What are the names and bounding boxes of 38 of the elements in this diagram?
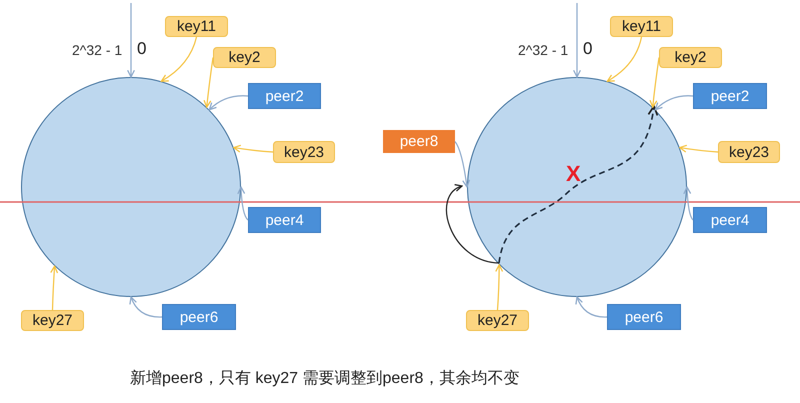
leader-arrow bbox=[654, 95, 694, 110]
leader-arrow bbox=[606, 36, 642, 82]
key-box: key2 bbox=[213, 47, 276, 68]
peer-box: peer4 bbox=[693, 207, 767, 233]
peer-box: peer6 bbox=[607, 304, 681, 330]
peer-box: peer4 bbox=[248, 207, 321, 233]
leader-arrow bbox=[50, 266, 58, 310]
zero-label: 0 bbox=[583, 40, 592, 57]
peer-box: peer6 bbox=[162, 304, 236, 330]
key-box: key27 bbox=[21, 310, 84, 331]
leader-arrow bbox=[576, 296, 607, 318]
key-box: key23 bbox=[273, 141, 335, 163]
leader-arrow bbox=[495, 264, 504, 310]
leader-arrow bbox=[237, 186, 248, 220]
leader-arrow bbox=[683, 186, 694, 220]
leader-arrow bbox=[203, 57, 214, 108]
key-box: key2 bbox=[659, 47, 722, 68]
leader-arrow bbox=[454, 141, 470, 188]
leader-arrow bbox=[649, 57, 660, 108]
caption: 新增peer8，只有 key27 需要调整到peer8，其余均不变 bbox=[130, 368, 520, 389]
peer-box: peer2 bbox=[248, 83, 321, 109]
key-box: key11 bbox=[165, 16, 228, 37]
leader-arrow bbox=[130, 296, 162, 318]
leader-arrow bbox=[233, 144, 274, 153]
range-label: 2^32 - 1 bbox=[72, 43, 122, 57]
leader-arrow bbox=[573, 3, 581, 78]
range-label: 2^32 - 1 bbox=[518, 43, 568, 57]
key-box: key23 bbox=[718, 141, 780, 163]
leader-arrow bbox=[127, 3, 135, 78]
leader-arrow bbox=[679, 144, 718, 153]
key-box: key27 bbox=[466, 310, 529, 331]
leader-arrow bbox=[208, 95, 248, 110]
peer-box: peer2 bbox=[693, 83, 767, 109]
cross-mark: X bbox=[566, 163, 581, 185]
new-peer-box: peer8 bbox=[383, 130, 455, 153]
zero-label: 0 bbox=[137, 40, 146, 57]
key-box: key11 bbox=[610, 16, 673, 37]
leader-arrow bbox=[160, 36, 198, 82]
